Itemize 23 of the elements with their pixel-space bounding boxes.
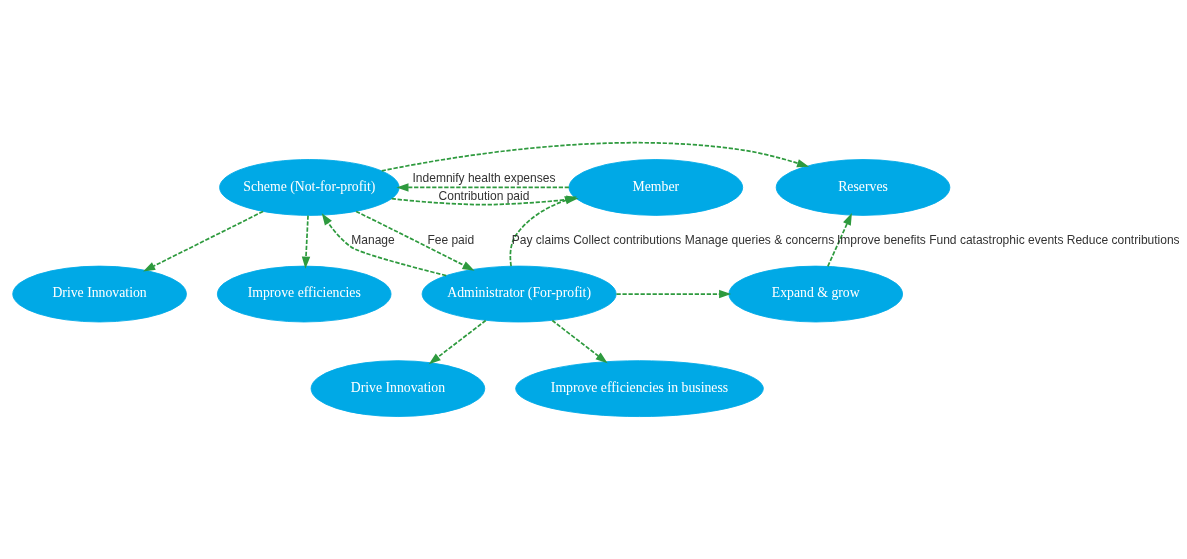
arrow — [355, 210, 475, 271]
arrow — [380, 141, 810, 172]
node-ellipse: Improve efficiencies in business — [515, 360, 764, 417]
edge-label: Contribution paid — [438, 188, 530, 203]
arrow — [396, 183, 570, 192]
arrow — [551, 319, 608, 364]
node-ellipse: Improve efficiencies — [216, 265, 392, 323]
edge-label: Indemnify health expenses — [412, 170, 556, 185]
node-ellipse: Administrator (For-profit) — [421, 265, 617, 323]
node-ellipse: Scheme (Not-for-profit) — [219, 159, 400, 216]
node-ellipse: Drive Innovation — [310, 360, 486, 417]
arrow — [615, 289, 732, 299]
arrow — [301, 214, 311, 269]
arrow — [321, 213, 447, 277]
node-ellipse: Drive Innovation — [12, 265, 187, 323]
arrow — [143, 210, 264, 272]
arrow — [428, 319, 487, 365]
edge-label: Fee paid — [427, 232, 475, 247]
node-ellipse: Expand & grow — [728, 265, 903, 323]
edge-label: Improve benefits Fund catastrophic events Reduce contributions — [837, 232, 1180, 247]
edge-label: Manage — [351, 232, 395, 247]
edge-label: Pay claims Collect contributions Manage queries & concerns — [511, 232, 835, 247]
arrow — [827, 212, 852, 268]
